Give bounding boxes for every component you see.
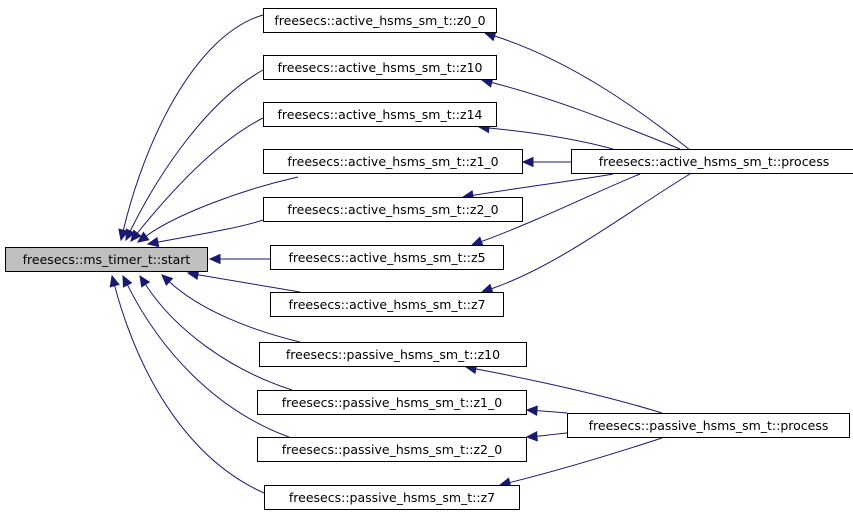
node-start[interactable]: freesecs::ms_timer_t::start (5, 247, 208, 272)
edges-layer (109, 14, 691, 494)
node-label-a_z2_0: freesecs::active_hsms_sm_t::z2_0 (287, 202, 498, 217)
edge-a_z1_0-to-start (145, 176, 299, 237)
edge-a_process-to-a_z14 (488, 127, 614, 150)
node-box-a_z10[interactable] (263, 55, 497, 80)
node-label-p_process: freesecs::passive_hsms_sm_t::process (589, 418, 829, 433)
node-box-start[interactable] (5, 247, 208, 272)
node-a_z10[interactable]: freesecs::active_hsms_sm_t::z10 (263, 55, 497, 80)
arrowhead-p_z7-to-start (109, 274, 120, 288)
edge-a_z10-to-start (129, 69, 264, 232)
node-box-p_z10[interactable] (259, 342, 527, 367)
arrowhead-p_process-to-p_z1_0 (525, 405, 538, 416)
node-box-a_process[interactable] (571, 149, 853, 174)
node-label-p_z7: freesecs::passive_hsms_sm_t::z7 (289, 490, 495, 505)
node-box-p_process[interactable] (567, 413, 850, 438)
node-box-a_z1_0[interactable] (263, 149, 523, 174)
node-box-a_z7[interactable] (270, 292, 504, 317)
node-label-p_z2_0: freesecs::passive_hsms_sm_t::z2_0 (282, 442, 502, 457)
arrowhead-a_z0_0-to-start (118, 228, 129, 242)
node-p_process[interactable]: freesecs::passive_hsms_sm_t::process (567, 413, 850, 438)
edge-a_process-to-a_z5 (481, 173, 641, 243)
edge-a_z14-to-start (136, 117, 264, 234)
edge-p_z7-to-start (114, 285, 265, 494)
arrowhead-p_z1_0-to-start (139, 274, 151, 288)
node-box-a_z5[interactable] (270, 245, 504, 270)
edge-p_process-to-p_z10 (475, 368, 663, 414)
arrowhead-a_z1_0-to-start (137, 231, 150, 243)
node-label-p_z1_0: freesecs::passive_hsms_sm_t::z1_0 (282, 395, 502, 410)
node-label-a_z14: freesecs::active_hsms_sm_t::z14 (277, 107, 482, 122)
node-box-a_z2_0[interactable] (263, 197, 523, 222)
node-a_z2_0[interactable]: freesecs::active_hsms_sm_t::z2_0 (263, 197, 523, 222)
edge-p_process-to-p_z2_0 (536, 432, 568, 437)
node-a_z14[interactable]: freesecs::active_hsms_sm_t::z14 (263, 102, 497, 127)
edge-a_z2_0-to-start (157, 219, 264, 243)
arrowhead-p_process-to-p_z2_0 (525, 431, 538, 442)
node-p_z2_0[interactable]: freesecs::passive_hsms_sm_t::z2_0 (257, 437, 527, 462)
arrowhead-a_process-to-a_z7 (480, 283, 494, 294)
node-label-a_z7: freesecs::active_hsms_sm_t::z7 (288, 297, 485, 312)
node-a_z5[interactable]: freesecs::active_hsms_sm_t::z5 (270, 245, 504, 270)
arrowhead-a_z14-to-start (130, 229, 142, 242)
edge-p_process-to-p_z7 (509, 437, 663, 484)
nodes-layer: freesecs::ms_timer_t::startfreesecs::act… (5, 8, 853, 510)
edge-a_z0_0-to-start (122, 14, 264, 231)
node-label-a_z1_0: freesecs::active_hsms_sm_t::z1_0 (287, 154, 498, 169)
edge-a_process-to-a_z2_0 (472, 173, 614, 196)
node-p_z7[interactable]: freesecs::passive_hsms_sm_t::z7 (264, 485, 520, 510)
node-box-a_z14[interactable] (263, 102, 497, 127)
node-a_z0_0[interactable]: freesecs::active_hsms_sm_t::z0_0 (263, 8, 497, 33)
node-p_z1_0[interactable]: freesecs::passive_hsms_sm_t::z1_0 (257, 390, 527, 415)
node-box-p_z2_0[interactable] (257, 437, 527, 462)
node-label-p_z10: freesecs::passive_hsms_sm_t::z10 (286, 347, 500, 362)
edge-a_process-to-a_z0_0 (494, 35, 691, 151)
node-label-a_z0_0: freesecs::active_hsms_sm_t::z0_0 (274, 13, 485, 28)
arrowhead-a_z5-to-start (208, 253, 221, 265)
arrowhead-p_z2_0-to-start (122, 274, 133, 288)
node-box-p_z1_0[interactable] (257, 390, 527, 415)
node-p_z10[interactable]: freesecs::passive_hsms_sm_t::z10 (259, 342, 527, 367)
arrowhead-a_process-to-a_z0_0 (483, 31, 497, 42)
node-a_z7[interactable]: freesecs::active_hsms_sm_t::z7 (270, 292, 504, 317)
node-box-p_z7[interactable] (264, 485, 520, 510)
node-a_process[interactable]: freesecs::active_hsms_sm_t::process (571, 149, 853, 174)
arrowhead-a_z2_0-to-start (146, 236, 160, 248)
arrowhead-a_process-to-a_z1_0 (521, 156, 534, 168)
arrowhead-a_process-to-a_z5 (470, 236, 484, 247)
edge-p_process-to-p_z1_0 (536, 410, 568, 414)
node-label-a_z5: freesecs::active_hsms_sm_t::z5 (288, 250, 485, 265)
node-label-start: freesecs::ms_timer_t::start (23, 252, 191, 267)
edge-p_z10-to-start (169, 281, 301, 343)
edge-p_z2_0-to-start (127, 284, 290, 438)
edge-a_z7-to-start (197, 274, 301, 293)
arrowhead-p_z10-to-start (161, 274, 174, 286)
edge-a_process-to-a_z10 (491, 81, 681, 150)
node-a_z1_0[interactable]: freesecs::active_hsms_sm_t::z1_0 (263, 149, 523, 174)
arrowhead-a_z10-to-start (125, 228, 136, 242)
node-label-a_process: freesecs::active_hsms_sm_t::process (599, 154, 830, 169)
edge-p_z1_0-to-start (145, 284, 293, 391)
node-label-a_z10: freesecs::active_hsms_sm_t::z10 (277, 60, 482, 75)
node-box-a_z0_0[interactable] (263, 8, 497, 33)
edge-a_process-to-a_z7 (491, 173, 691, 290)
